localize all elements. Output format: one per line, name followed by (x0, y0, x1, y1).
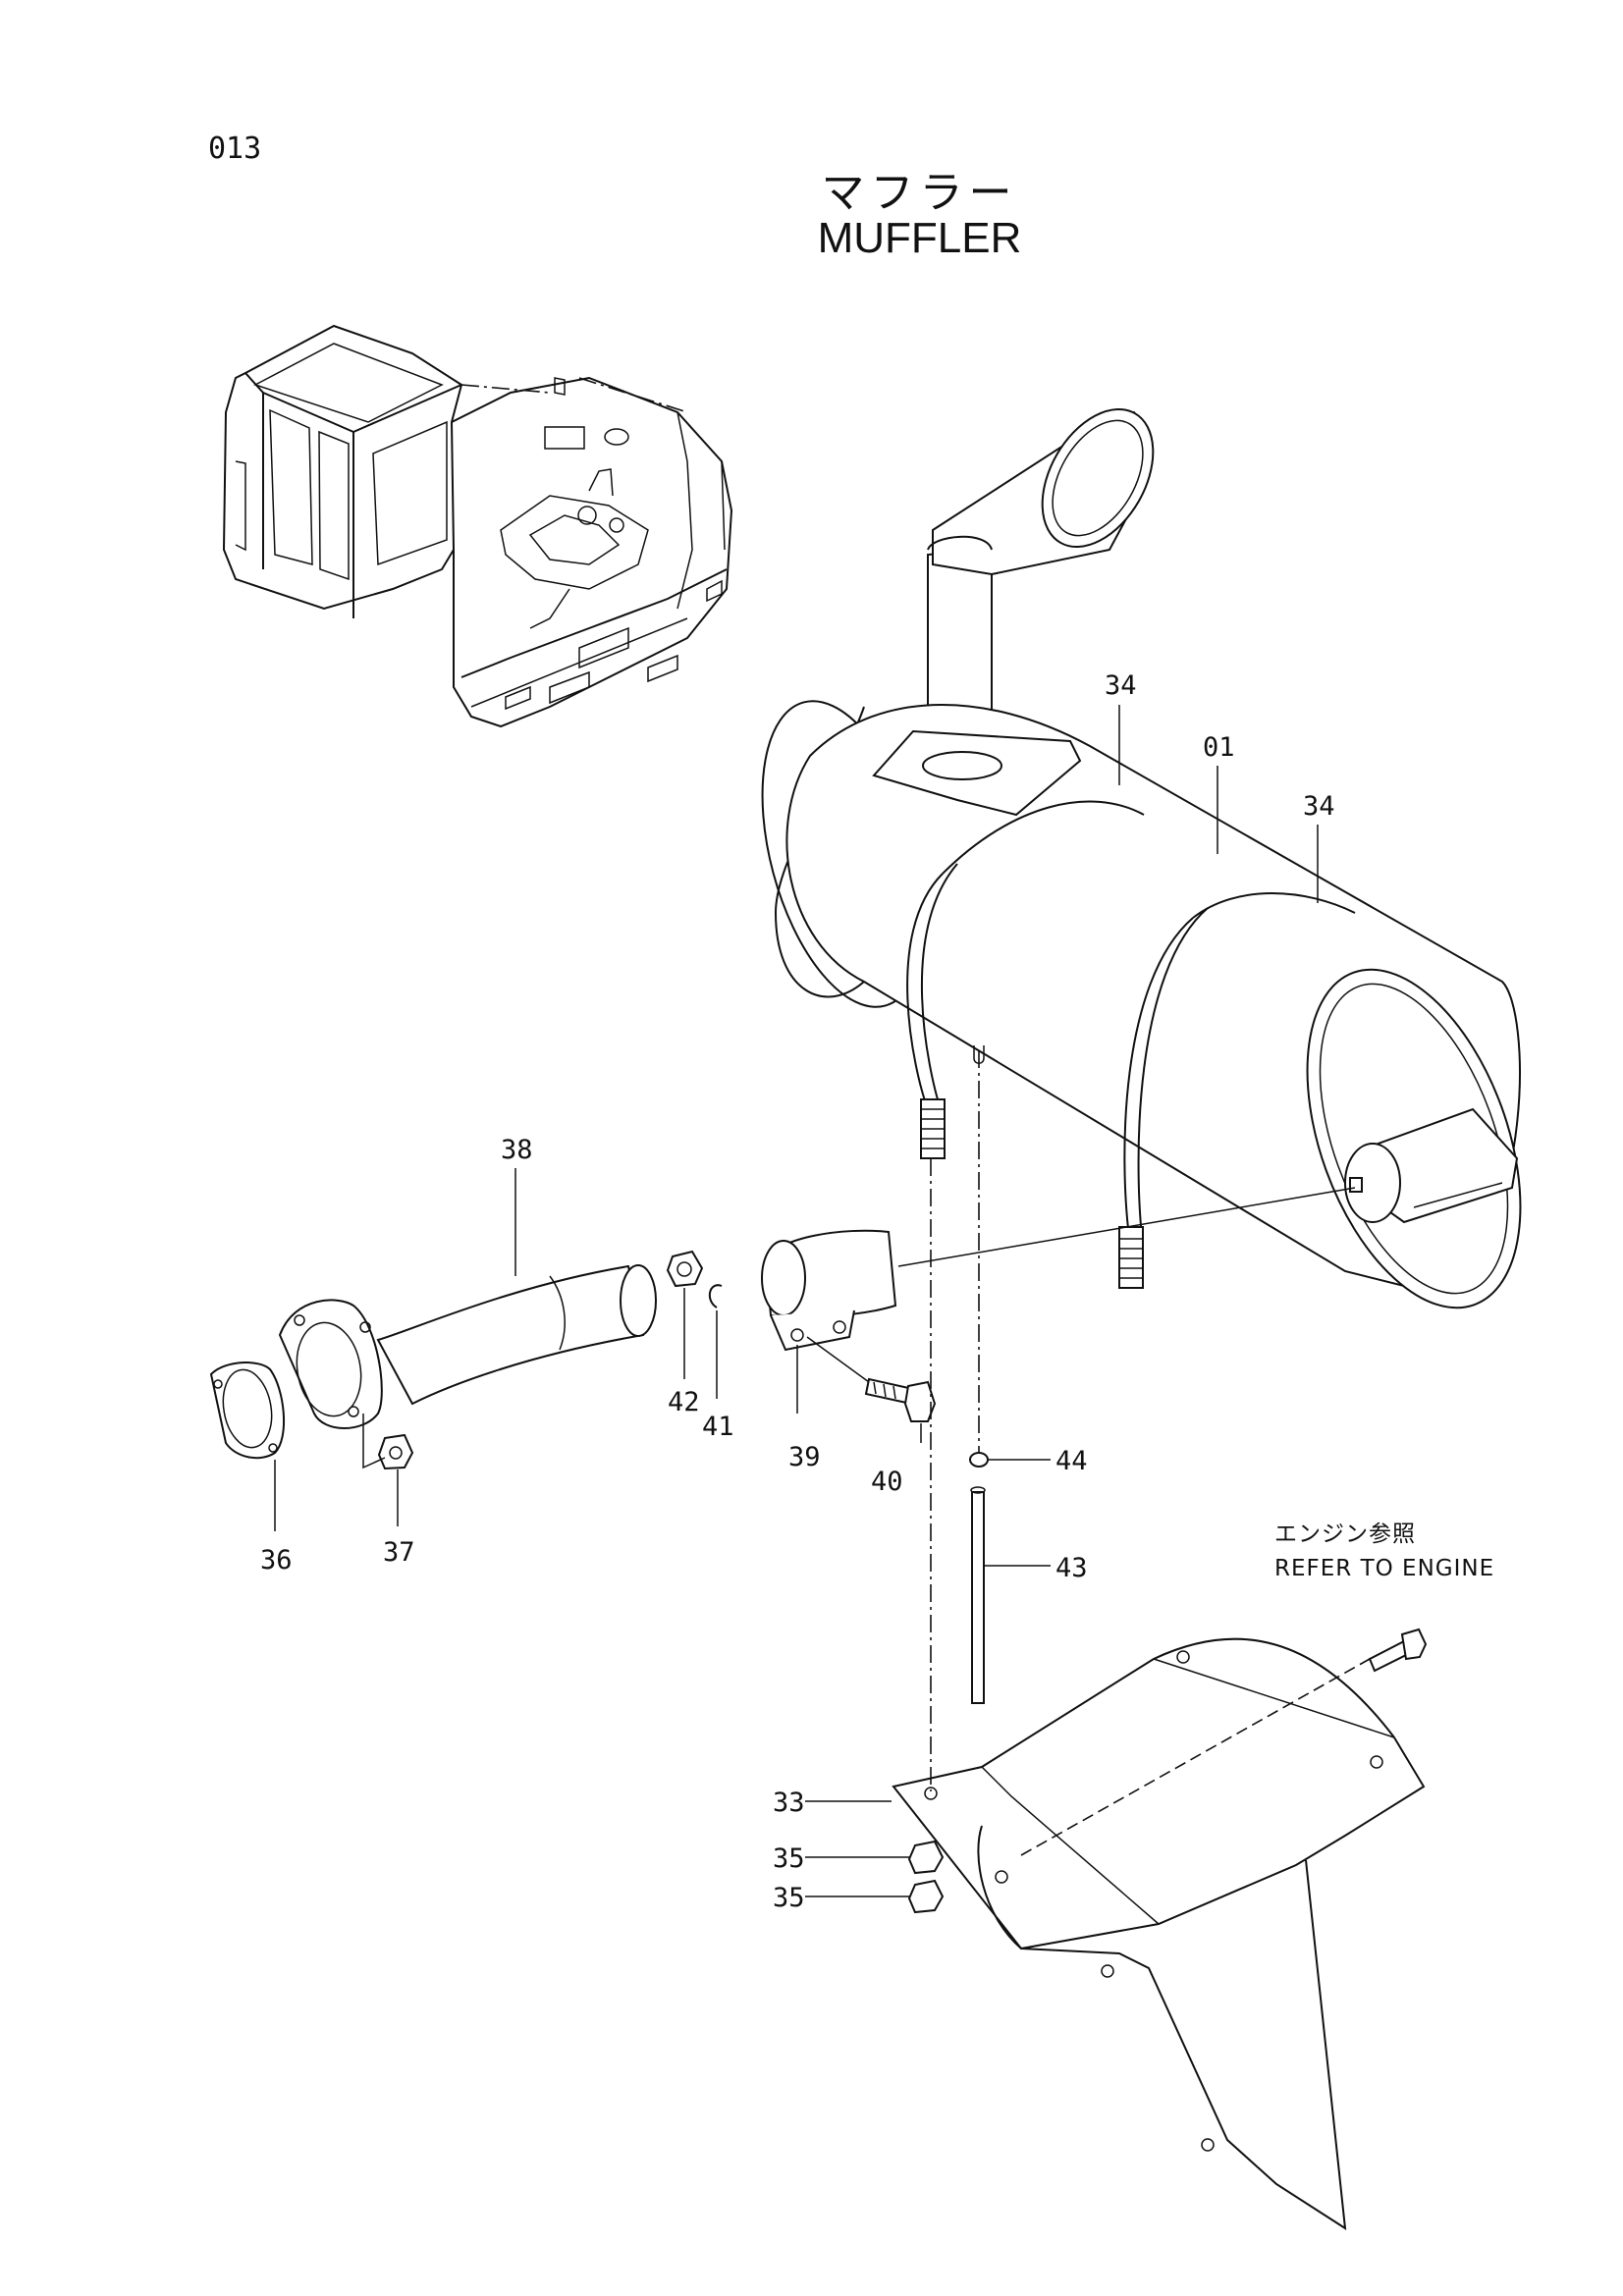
callout-43: 43 (1055, 1553, 1088, 1583)
engine-note-jp: エンジン参照 (1274, 1522, 1416, 1547)
callout-35-upper: 35 (773, 1843, 805, 1874)
callout-35-lower: 35 (773, 1883, 805, 1913)
excavator-overview (222, 324, 733, 728)
callout-34-top: 34 (1105, 670, 1137, 701)
callout-37: 37 (383, 1537, 415, 1568)
callout-39: 39 (788, 1442, 821, 1472)
callout-01: 01 (1203, 732, 1235, 763)
muffler-body (761, 700, 1522, 1309)
callout-42: 42 (668, 1387, 700, 1417)
callout-33: 33 (773, 1788, 805, 1818)
title-english: MUFFLER (817, 214, 1022, 262)
callout-41: 41 (702, 1412, 734, 1442)
exhaust-pipe-assembly (209, 1264, 657, 1470)
engine-note-en: REFER TO ENGINE (1274, 1556, 1494, 1581)
callout-36: 36 (260, 1545, 293, 1575)
callout-40: 40 (871, 1467, 903, 1497)
page-number: 013 (208, 132, 262, 166)
muffler-bracket (892, 1045, 1428, 2230)
callout-34-right: 34 (1303, 791, 1335, 822)
leader-lines (274, 705, 1319, 1897)
callout-44: 44 (1055, 1446, 1088, 1476)
title-japanese: マフラー (821, 168, 1018, 218)
callout-38: 38 (501, 1135, 533, 1165)
callout-labels: 34 01 34 38 36 37 42 41 39 40 44 43 33 3… (260, 670, 1494, 1913)
clamp-assembly (666, 1187, 1356, 1422)
